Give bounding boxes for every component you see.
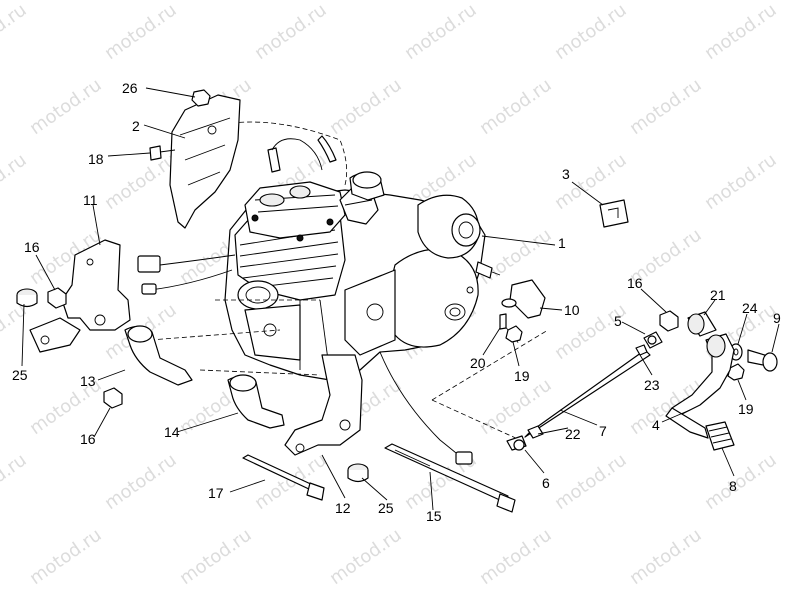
- callout-9: 9: [773, 310, 781, 326]
- watermark-text: motod.ru: [101, 0, 181, 64]
- watermark-text: motod.ru: [0, 450, 31, 515]
- watermark-text: motod.ru: [26, 525, 106, 590]
- watermark-text: motod.ru: [701, 450, 781, 515]
- part-2-cover: [169, 94, 241, 229]
- part-23-nut: [635, 344, 648, 356]
- engine-assembly: [137, 121, 549, 465]
- watermark-text: motod.ru: [101, 150, 181, 215]
- part-13-bracket: [124, 325, 193, 386]
- watermark-text: motod.ru: [326, 525, 406, 590]
- part-20-bolt: [499, 298, 517, 330]
- watermark-text: motod.ru: [626, 75, 706, 140]
- watermark-text: motod.ru: [101, 450, 181, 515]
- watermark-text: motod.ru: [251, 450, 331, 515]
- callout-16-left: 16: [24, 239, 40, 255]
- part-12-bracket: [284, 354, 363, 456]
- watermark-text: motod.ru: [701, 150, 781, 215]
- part-16-nut-lower: [103, 387, 123, 409]
- callout-16-lower: 16: [80, 431, 96, 447]
- part-21-bushing: [687, 311, 717, 337]
- watermark-text: motod.ru: [26, 75, 106, 140]
- callout-24: 24: [742, 300, 758, 316]
- callout-12: 12: [335, 500, 351, 516]
- callout-3: 3: [562, 166, 570, 182]
- callout-15: 15: [426, 508, 442, 524]
- part-10-bracket: [509, 279, 546, 319]
- part-16-nut-right: [659, 310, 679, 332]
- watermark-text: motod.ru: [401, 0, 481, 64]
- callout-19-left: 19: [514, 368, 530, 384]
- callout-21: 21: [710, 287, 726, 303]
- part-16-nut-left: [47, 287, 67, 309]
- watermark-text: motod.ru: [476, 525, 556, 590]
- watermark-text: motod.ru: [251, 0, 331, 64]
- callout-1: 1: [558, 235, 566, 251]
- callout-26: 26: [122, 80, 138, 96]
- watermark-text: motod.ru: [551, 300, 631, 365]
- callout-18: 18: [88, 151, 104, 167]
- case-screw: [475, 261, 501, 279]
- part-14-bracket: [227, 374, 285, 429]
- part-26-nut: [191, 89, 211, 107]
- callout-19-right: 19: [738, 401, 754, 417]
- watermark-text: motod.ru: [476, 75, 556, 140]
- callout-7: 7: [599, 423, 607, 439]
- part-8-shift-rubber: [705, 421, 735, 451]
- callout-16-right: 16: [627, 275, 643, 291]
- callout-6: 6: [542, 475, 550, 491]
- watermark-text: motod.ru: [476, 225, 556, 290]
- watermark-text: motod.ru: [176, 525, 256, 590]
- part-11-bracket: [29, 239, 131, 353]
- part-19-nut-right: [727, 363, 745, 381]
- callout-4: 4: [652, 417, 660, 433]
- part-19-nut-left: [505, 325, 523, 343]
- callout-labels: 26 2 18 3 1 11 16 25 13 16 14 17 12 25 1…: [12, 80, 781, 524]
- callout-11: 11: [83, 192, 98, 208]
- part-9-pin: [747, 349, 778, 372]
- part-25-bushing-right: [347, 463, 369, 483]
- part-25-bushing-left: [16, 288, 38, 308]
- callout-10: 10: [564, 302, 580, 318]
- callout-17: 17: [208, 485, 224, 501]
- callout-25-right: 25: [378, 500, 394, 516]
- part-18-bolt: [149, 145, 176, 161]
- callout-14: 14: [164, 424, 180, 440]
- callout-20: 20: [470, 355, 486, 371]
- part-5-rod-end: [643, 331, 663, 349]
- watermark-text: motod.ru: [0, 150, 31, 215]
- callout-5: 5: [614, 313, 622, 329]
- callout-2: 2: [132, 118, 140, 134]
- watermark-text: motod.ru: [551, 0, 631, 64]
- watermark-text: motod.ru: [551, 450, 631, 515]
- watermark-text: motod.ru: [701, 0, 781, 64]
- part-15-bolt: [384, 443, 516, 513]
- leader-lines: [21, 87, 780, 511]
- watermark-text: motod.ru: [0, 0, 31, 64]
- callout-22: 22: [565, 426, 581, 442]
- callout-25-left: 25: [12, 367, 28, 383]
- watermark-text: motod.ru: [626, 525, 706, 590]
- callout-8: 8: [729, 478, 737, 494]
- part-22-nut: [527, 425, 544, 439]
- callout-23: 23: [644, 377, 660, 393]
- part-6-rod-end: [506, 435, 527, 451]
- callout-13: 13: [80, 373, 96, 389]
- part-3-plate: [599, 199, 629, 228]
- watermark-text: motod.ru: [326, 75, 406, 140]
- part-17-bolt: [242, 454, 325, 501]
- watermark-text: motod.ru: [0, 300, 31, 365]
- watermark-text: motod.ru: [476, 375, 556, 440]
